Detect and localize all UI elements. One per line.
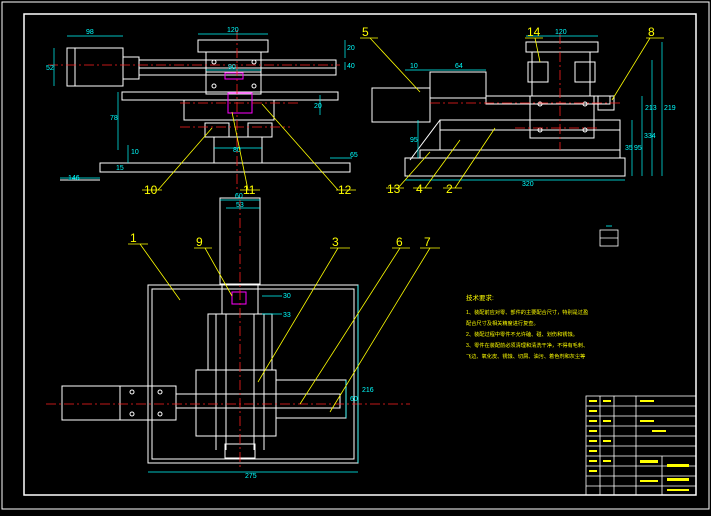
dim-front-2: 52 [46,65,54,72]
callout-3: 3 [332,235,339,249]
dim-plan-1: 53 [236,202,244,209]
callout-1: 1 [130,231,137,245]
dim-side-8: 95 [634,145,642,152]
dim-front-12: 20 [314,103,322,110]
side-dim-text: 120 10 64 95 35 213 219 334 95 320 [410,29,676,188]
front-rail [138,59,337,69]
inner-border [23,13,697,496]
front-centerlines [48,30,340,190]
side-dimensions [405,35,663,181]
dim-front-7: 15 [116,165,124,172]
callout-10: 10 [144,183,158,197]
dim-front-8: 10 [131,149,139,156]
dim-side-7: 334 [644,133,656,140]
side-upper-carriage [531,51,591,97]
front-carriage [205,51,262,95]
side-centerlines [430,34,620,150]
dim-side-5: 213 [645,105,657,112]
plan-dimensions [148,199,359,473]
part-callouts: 1 2 3 4 5 6 7 8 9 10 11 12 13 14 [130,25,655,249]
side-base [404,157,626,177]
side-view [371,41,626,177]
front-dim-text: 98 120 52 90 20 78 80 15 10 146 65 40 20 [46,27,358,182]
callout-11: 11 [243,183,256,197]
dim-front-6: 80 [233,147,241,154]
dim-front-9: 146 [68,175,80,182]
plan-dim-text: 60 53 30 33 216 60 275 [235,193,374,480]
tech-line-1: 1、装配前应对零、部件的主要配合尺寸，特别是过盈 [466,308,588,316]
dim-plan-0: 60 [235,193,243,200]
callout-6: 6 [396,235,403,249]
plan-centerlines [46,200,410,470]
callout-8: 8 [648,25,655,39]
dim-plan-6: 275 [245,473,257,480]
dim-front-1: 120 [227,27,239,34]
dim-front-5: 78 [110,115,118,122]
plan-view [61,197,359,464]
dim-plan-2: 30 [283,293,291,300]
dim-front-11: 40 [347,63,355,70]
dim-side-1: 10 [410,63,418,70]
callout-2: 2 [446,182,453,196]
dim-side-2: 64 [455,63,463,70]
callout-13: 13 [387,182,401,196]
callout-7: 7 [424,235,431,249]
dim-plan-4: 216 [362,387,374,394]
detail-view [599,225,619,247]
dim-front-4: 20 [347,45,355,52]
front-dimensions [53,33,352,179]
tech-line-5: 飞边、氧化皮、锈蚀、切屑、油污、着色剂和灰尘等 [466,352,585,360]
front-view [60,39,351,181]
dim-plan-3: 33 [283,312,291,319]
front-base [99,162,351,173]
dim-front-3: 90 [228,64,236,71]
side-carriage [529,95,595,139]
dim-side-4: 35 [625,145,633,152]
dim-front-10: 65 [350,152,358,159]
tech-heading: 技术要求: [466,293,494,302]
tech-line-4: 3、零件在装配前必须清理和清洗干净，不得有毛刺、 [466,341,588,349]
dim-side-9: 320 [522,181,534,188]
title-block-marks [589,400,689,491]
dim-plan-5: 60 [350,396,358,403]
technical-requirements: 技术要求: 1、装配前应对零、部件的主要配合尺寸，特别是过盈 配合尺寸及相关精度… [466,293,588,360]
callout-4: 4 [416,182,423,196]
side-motor [371,87,431,123]
callout-12: 12 [338,183,352,197]
callout-14: 14 [527,25,541,39]
callout-9: 9 [196,235,203,249]
plan-motor [61,385,121,421]
tech-line-2: 配合尺寸及相关精度进行复查。 [466,319,539,327]
front-top-plate [197,39,269,53]
dim-side-3: 95 [410,137,418,144]
dim-side-0: 120 [555,29,567,36]
callout-5: 5 [362,25,369,39]
leader-lines [128,37,664,413]
dim-front-0: 98 [86,29,94,36]
dim-side-6: 219 [664,105,676,112]
tech-line-3: 2、装配过程中零件不允许磕、碰、划伤和锈蚀。 [466,330,578,338]
